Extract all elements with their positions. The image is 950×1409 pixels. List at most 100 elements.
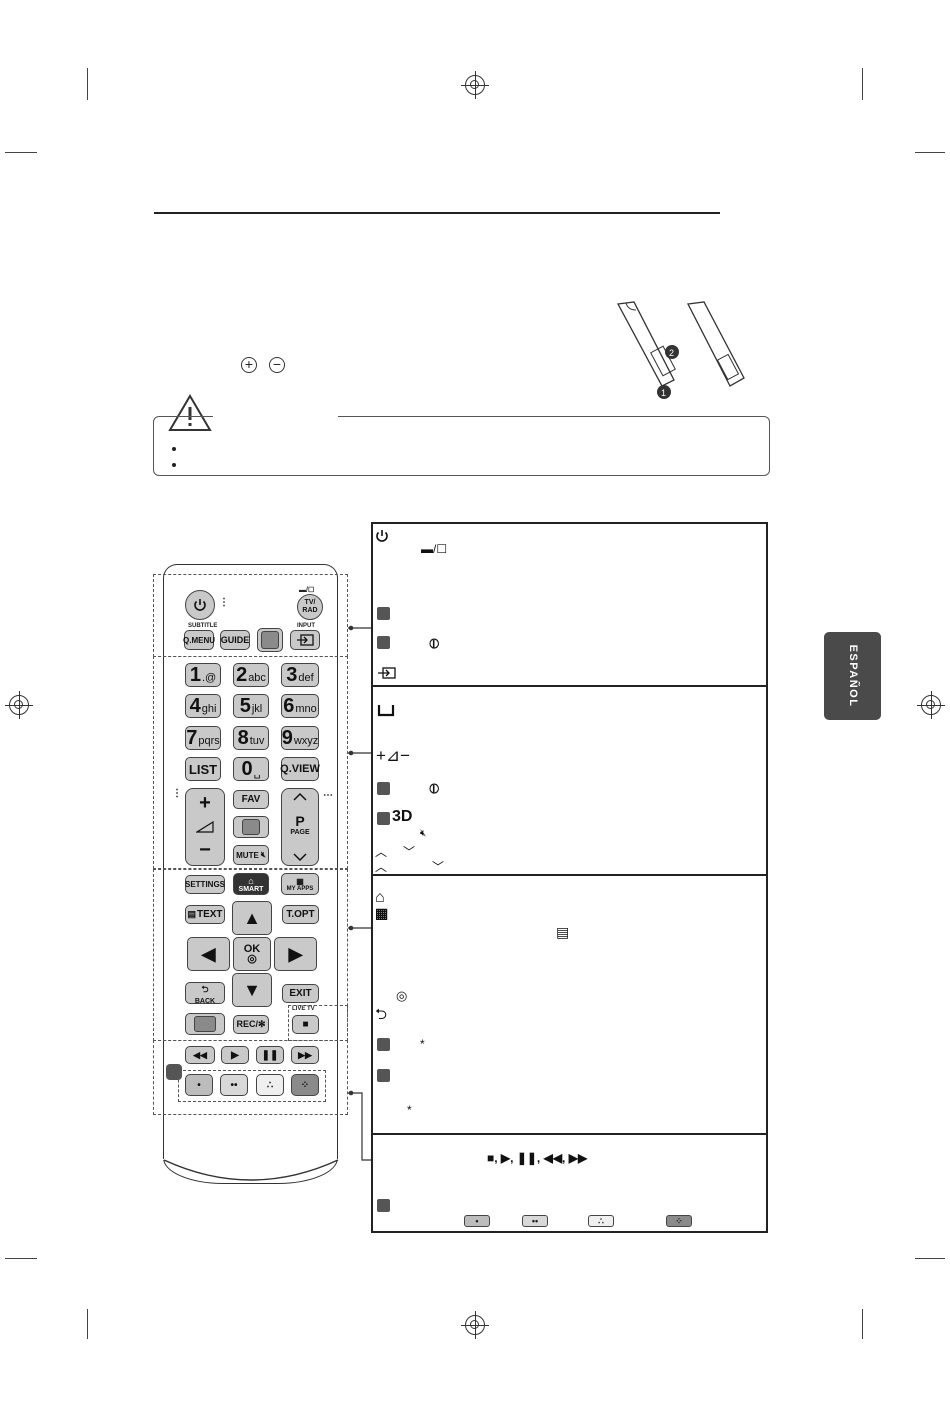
my-apps-button[interactable]: ▦MY APPS [281, 873, 319, 895]
space-icon [377, 705, 395, 717]
home-icon: ⌂ [248, 875, 254, 886]
description-panel-3 [371, 874, 768, 1133]
chevron-up-icon: ︿ [375, 860, 388, 874]
nav-right-button[interactable]: ▶ [274, 937, 317, 971]
power-button[interactable] [185, 590, 215, 620]
teletext-icon: ▤ [556, 924, 570, 940]
back-icon: ⮌ [375, 1006, 388, 1023]
back-icon: ⮌ [201, 983, 209, 994]
number-0-button[interactable]: 0␣ [233, 757, 269, 781]
circle-i-icon: ⦶ [429, 780, 440, 796]
chevron-down-icon: ﹀ [432, 860, 445, 874]
text-button[interactable]: ▤TEXT [185, 905, 225, 924]
3d-button[interactable] [261, 631, 279, 649]
list-button[interactable]: LIST [185, 757, 221, 781]
yellow-button[interactable]: ∴ [256, 1074, 284, 1096]
home-icon: ⌂ [375, 889, 385, 906]
exit-button[interactable]: EXIT [282, 984, 319, 1003]
minus-circle-icon: − [269, 357, 285, 373]
teletext-icon: ▤ [187, 909, 196, 919]
chevron-up-icon [293, 793, 307, 801]
apps-grid-icon: ▦ [375, 905, 389, 921]
back-button[interactable]: ⮌BACK [185, 982, 225, 1005]
blue-key-icon: ⁘ [666, 1215, 692, 1227]
color-keys-section [178, 1070, 326, 1102]
callout-connectors [348, 625, 372, 1161]
live-tv-button[interactable]: ■ [292, 1015, 319, 1034]
remote-section-live [288, 1005, 348, 1041]
description-panel-1 [371, 522, 768, 685]
green-button[interactable]: •• [220, 1074, 248, 1096]
registration-mark [461, 1311, 489, 1339]
volume-icon: +⊿− [376, 746, 411, 765]
power-icon [376, 530, 388, 542]
pause-button[interactable]: ❚❚ [256, 1046, 284, 1064]
crop-mark [5, 152, 37, 153]
rewind-button[interactable]: ◀◀ [185, 1046, 215, 1064]
t-opt-button[interactable]: T.OPT [282, 905, 319, 924]
nav-up-button[interactable]: ▲ [232, 901, 272, 935]
crop-mark [87, 1309, 88, 1339]
nav-down-button[interactable]: ▼ [232, 973, 272, 1007]
mute-button[interactable]: MUTE🔇︎ [233, 845, 269, 865]
red-button[interactable]: • [185, 1074, 213, 1096]
remote-section-2 [153, 656, 348, 869]
crop-mark [5, 1258, 37, 1259]
description-panel-2 [371, 685, 768, 874]
svg-text:2: 2 [669, 348, 674, 358]
tv-rad-button[interactable]: TV/ RAD [297, 594, 323, 620]
q-menu-button[interactable]: Q.MENU [183, 630, 215, 650]
guide-button[interactable]: GUIDE [220, 630, 250, 650]
caution-box [153, 416, 770, 476]
language-tab: ESPAÑOL [824, 632, 881, 720]
input-icon [297, 634, 314, 646]
caution-icon [168, 394, 212, 431]
registration-mark [5, 691, 33, 719]
fast-forward-button[interactable]: ▶▶ [291, 1046, 319, 1064]
rec-button[interactable]: REC/✻ [233, 1015, 269, 1034]
fav-button[interactable]: FAV [233, 790, 269, 809]
input-button[interactable] [290, 630, 320, 650]
circle-i-icon: ⦶ [429, 635, 440, 651]
q-view-button[interactable]: Q.VIEW [280, 757, 320, 781]
red-key-icon: • [464, 1215, 490, 1227]
crop-mark [915, 152, 945, 153]
registration-mark [461, 71, 489, 99]
remote-section-4 [153, 1040, 348, 1115]
volume-up-icon: + [199, 792, 211, 814]
plus-circle-icon: + [241, 357, 257, 373]
bullet [172, 463, 176, 467]
settings-button[interactable]: SETTINGS [185, 875, 225, 894]
nav-left-button[interactable]: ◀ [187, 937, 230, 971]
tv-radio-icon: ▬/☐ [299, 587, 315, 594]
volume-rocker[interactable]: + − [185, 788, 225, 866]
number-1-button[interactable]: 1.@ [185, 663, 221, 687]
blue-button[interactable]: ⁘ [291, 1074, 319, 1096]
crop-mark [87, 68, 88, 100]
mute-icon: 🔇︎ [420, 828, 427, 839]
ad-button[interactable] [242, 819, 260, 835]
ok-button[interactable]: OK◎ [233, 937, 271, 971]
chevron-down-icon [293, 853, 307, 861]
heading-rule [154, 212, 720, 214]
smart-button[interactable]: ⌂SMART [233, 873, 269, 895]
battery-cover-illustration: 2 1 [616, 301, 745, 399]
ok-icon: ◎ [247, 953, 257, 965]
volume-down-icon: − [199, 839, 211, 861]
tv-radio-icon: ▬/☐ [421, 542, 448, 556]
description-panel-4 [371, 1133, 768, 1233]
crop-mark [915, 1258, 945, 1259]
user-guide-button[interactable] [194, 1016, 216, 1032]
3d-icon: 3D [392, 808, 413, 825]
play-button[interactable]: ▶ [221, 1046, 249, 1064]
registration-mark [917, 691, 945, 719]
